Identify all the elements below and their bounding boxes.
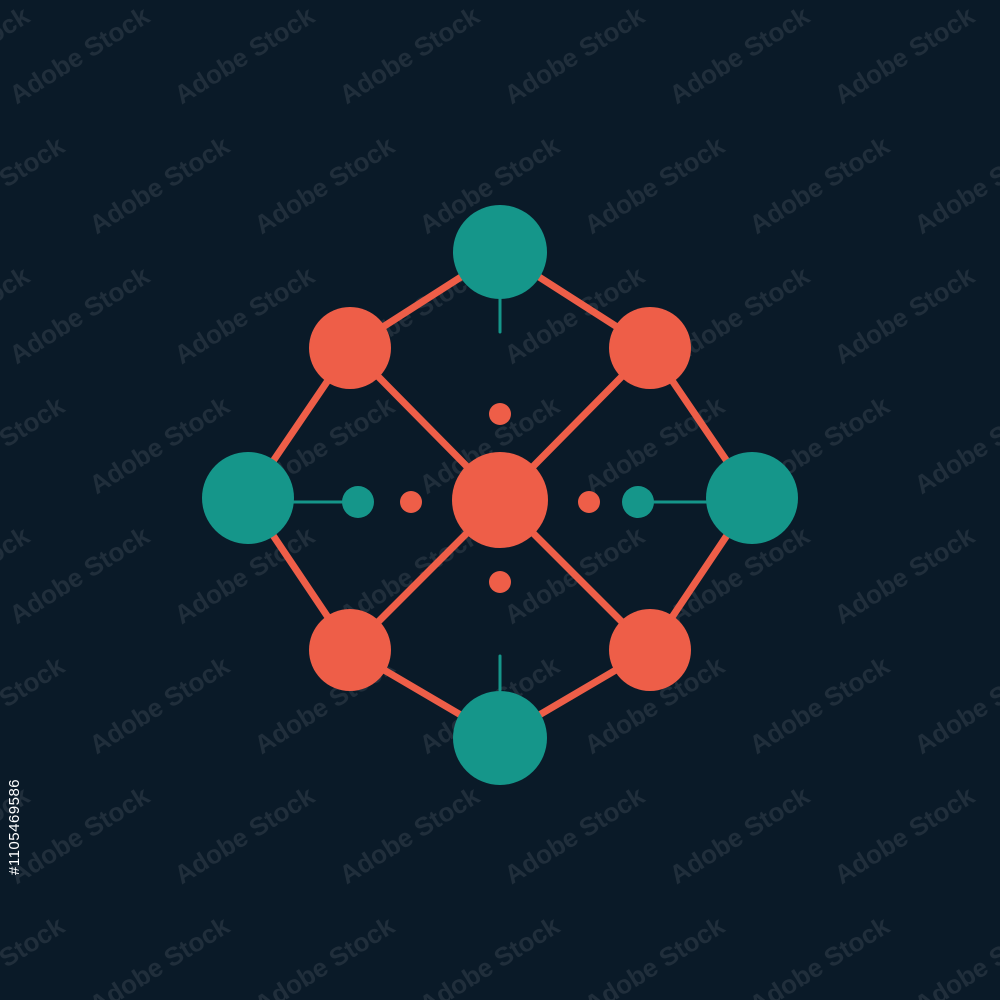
coral-node-bottom-right (609, 609, 691, 691)
coral-node-center (452, 452, 548, 548)
small-teal-dot-left (342, 486, 374, 518)
small-coral-dot-left (400, 491, 422, 513)
small-coral-dot-bottom (489, 571, 511, 593)
teal-node-bottom (453, 691, 547, 785)
coral-node-top-left (309, 307, 391, 389)
network-nodes (202, 205, 798, 785)
coral-node-bottom-left (309, 609, 391, 691)
teal-node-top (453, 205, 547, 299)
teal-node-right (706, 452, 798, 544)
small-coral-dot-right (578, 491, 600, 513)
small-coral-dot-top (489, 403, 511, 425)
small-teal-dot-right (622, 486, 654, 518)
teal-node-left (202, 452, 294, 544)
coral-node-top-right (609, 307, 691, 389)
stock-id-label: #1105469586 (6, 778, 23, 876)
